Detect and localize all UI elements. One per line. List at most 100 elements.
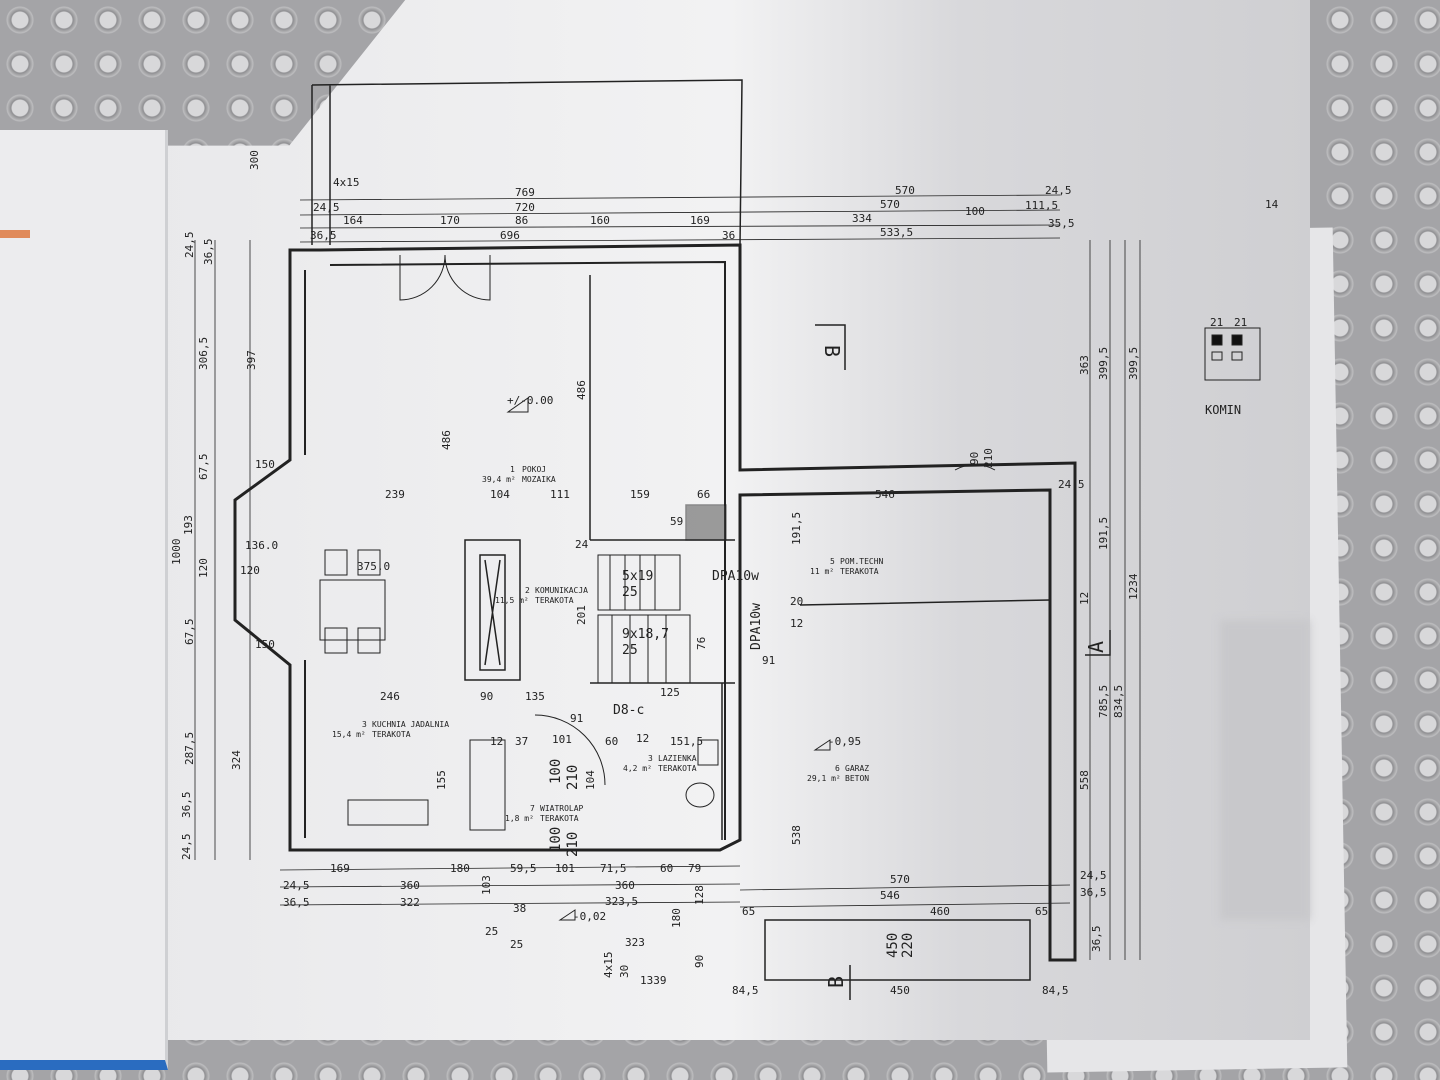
plan-label: 11 m² (810, 567, 834, 576)
plan-label: 5 (830, 557, 835, 566)
plan-label: 66 (697, 488, 710, 501)
top-dimensions: 769 720 24,5 164 170 86 160 169 36,5 696… (248, 150, 1075, 242)
plan-label: KUCHNIA JADALNIA (372, 720, 449, 729)
plan-label: 169 (330, 862, 350, 875)
plan-label: 834,5 (1112, 685, 1125, 718)
plan-label: 2 (525, 586, 530, 595)
plan-label: 363 (1078, 355, 1091, 375)
plan-label: POM.TECHN (840, 557, 884, 566)
door-width: 100 (548, 827, 564, 852)
kitchen-furniture (319, 549, 506, 831)
chimney-plan (685, 504, 727, 541)
plan-label: MOZAIKA (522, 475, 556, 484)
door-height: 210 (565, 765, 581, 790)
plan-label: 65 (1035, 905, 1048, 918)
plan-label: 39,4 m² (482, 475, 516, 484)
stairs-top-tread: 25 (622, 585, 638, 600)
plan-label: 38 (513, 902, 526, 915)
plan-label: 769 (515, 186, 535, 199)
terrace-outline (311, 79, 743, 246)
plan-label: 24,5 (180, 834, 193, 861)
chimney-dim: 21 (1210, 316, 1223, 329)
plan-label: 180 (450, 862, 470, 875)
lower-dimensions: 12 37 101 60 12 151,5 155 104 169 180 59… (283, 732, 1107, 997)
toilet-icon (685, 782, 715, 808)
plan-label: 12 (636, 732, 649, 745)
plan-label: 546 (880, 889, 900, 902)
plan-label: 397 (245, 350, 258, 370)
stairs-bottom-tread: 25 (622, 643, 638, 658)
window-dim: 120 (197, 558, 210, 578)
door-height: 210 (565, 832, 581, 857)
plan-label: 60 (660, 862, 673, 875)
plan-label: 91 (570, 712, 583, 725)
plan-label: 1,8 m² (505, 814, 534, 823)
left-dimensions: 24,5 36,5 397 306,5 67,5 1000 193 67,5 2… (170, 232, 258, 861)
plan-label: 323 (625, 936, 645, 949)
plan-label: 36,5 (202, 239, 215, 266)
plan-label: 36,5 (310, 229, 337, 242)
plan-label: 399,5 (1097, 347, 1110, 380)
level-garage: -0,95 (828, 735, 861, 748)
plan-label: 86 (515, 214, 528, 227)
plan-label: 360 (400, 879, 420, 892)
window-dim: 136.0 (245, 539, 278, 552)
blurred-title-block (1220, 620, 1310, 920)
plan-label: TERAKOTA (658, 764, 697, 773)
plan-label: 1234 (1127, 573, 1140, 600)
plan-label: 59,5 (510, 862, 537, 875)
plan-label: TERAKOTA (840, 567, 879, 576)
plan-label: 36,5 (1080, 886, 1107, 899)
plan-label: 460 (930, 905, 950, 918)
plan-label: 323,5 (605, 895, 638, 908)
plan-label: 25 (485, 925, 498, 938)
plan-label: 101 (555, 862, 575, 875)
plan-label: 201 (575, 605, 588, 625)
plan-label: 11,5 m² (495, 596, 529, 605)
plan-label: 306,5 (197, 337, 210, 370)
plan-label: 558 (1078, 770, 1091, 790)
plan-label: 20 (790, 595, 803, 608)
plan-label: 360 (615, 879, 635, 892)
plan-label: 24,5 (1080, 869, 1107, 882)
plan-label: 29,1 m² (807, 774, 841, 783)
plan-label: 24,5 (1045, 184, 1072, 197)
plan-label: 84,5 (732, 984, 759, 997)
plan-label: 334 (852, 212, 872, 225)
plan-label: 450 (890, 984, 910, 997)
section-marker-b-bottom: B (824, 976, 848, 988)
plan-label: 6 (835, 764, 840, 773)
plan-label: 71,5 (600, 862, 627, 875)
plan-label: 67,5 (197, 454, 210, 481)
plan-label: 15,4 m² (332, 730, 366, 739)
door-height: 210 (982, 448, 995, 468)
plan-label: 90 (693, 955, 706, 968)
plan-label: 35,5 (1048, 217, 1075, 230)
plan-label: 1339 (640, 974, 667, 987)
stairs-bottom-risers: 9x18,7 (622, 627, 669, 642)
plan-label: 24 (575, 538, 589, 551)
level-entrance: -0,02 (573, 910, 606, 923)
plan-label: 128 (693, 885, 706, 905)
plan-label: 720 (515, 201, 535, 214)
plan-label: 79 (688, 862, 701, 875)
plan-label: 155 (435, 770, 448, 790)
plan-label: 36,5 (283, 896, 310, 909)
plan-label: 3 (362, 720, 367, 729)
section-marker-b-top (815, 324, 846, 370)
plan-label: 84,5 (1042, 984, 1069, 997)
washbasin-icon (697, 739, 719, 766)
plan-label: 59 (670, 515, 683, 528)
chimney-dim: 21 (1234, 316, 1247, 329)
plan-label: 570 (890, 873, 910, 886)
plan-label: 24,5 (1058, 478, 1085, 491)
plan-label: 7 (530, 804, 535, 813)
table-dim: 375.0 (357, 560, 390, 573)
section-marker-a-line (1085, 630, 1111, 656)
plan-label: 60 (605, 735, 618, 748)
